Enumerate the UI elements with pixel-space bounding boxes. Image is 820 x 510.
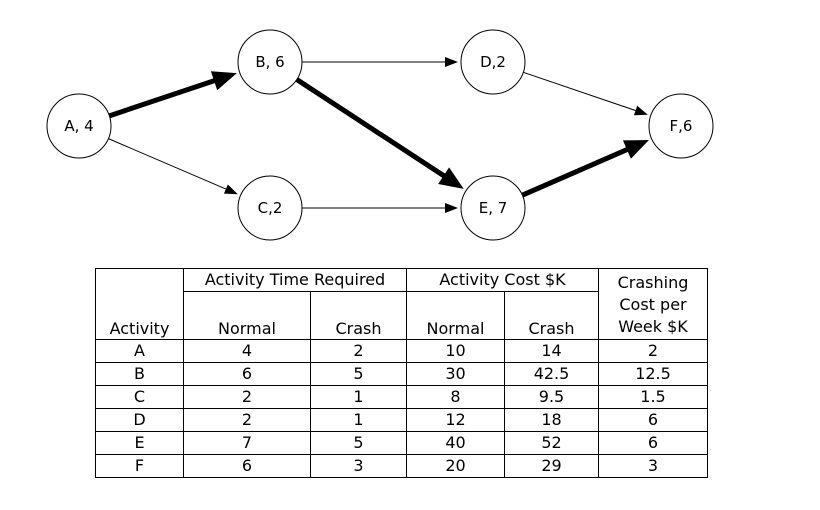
cell-time-normal: 2 [183, 384, 311, 409]
cell-cost-normal: 8 [406, 384, 505, 409]
header-activity-time-required: Activity Time Required [183, 268, 407, 292]
header-activity-cost: Activity Cost $K [406, 268, 599, 292]
cell-crash-per-week: 1.5 [598, 384, 708, 409]
arrowhead-icon [622, 139, 649, 159]
cell-crash-per-week: 6 [598, 430, 708, 455]
edge-c-e [302, 203, 458, 213]
cell-activity: A [95, 338, 184, 363]
node-b: B, 6 [237, 29, 303, 95]
node-circle [460, 175, 526, 241]
header-cost-crash: Crash [504, 291, 599, 340]
edge-e-f [521, 139, 649, 198]
node-label: E, 7 [479, 199, 508, 217]
edge-b-e [295, 77, 464, 189]
cell-cost-crash: 42.5 [504, 361, 599, 386]
cell-time-normal: 7 [183, 430, 311, 455]
cell-time-crash: 1 [310, 407, 407, 432]
node-label: D,2 [480, 53, 506, 71]
cell-activity: B [95, 361, 184, 386]
arrowhead-icon [223, 184, 238, 195]
header-time-crash: Crash [310, 291, 407, 340]
arrowhead-icon [445, 203, 458, 213]
node-label: B, 6 [255, 53, 284, 71]
header-cost-normal: Normal [406, 291, 505, 340]
node-circle [460, 29, 526, 95]
cell-activity: D [95, 407, 184, 432]
cell-cost-normal: 40 [406, 430, 505, 455]
cell-crash-per-week: 3 [598, 453, 708, 478]
cell-cost-normal: 30 [406, 361, 505, 386]
cell-time-crash: 5 [310, 361, 407, 386]
node-circle [237, 29, 303, 95]
cell-time-crash: 1 [310, 384, 407, 409]
cell-time-crash: 2 [310, 338, 407, 363]
node-c: C,2 [237, 175, 303, 241]
cell-time-normal: 6 [183, 453, 311, 478]
node-label: F,6 [670, 117, 693, 135]
arrowhead-icon [445, 57, 458, 67]
node-f: F,6 [648, 93, 714, 159]
cell-cost-crash: 18 [504, 407, 599, 432]
table-header-row-2: Activity Normal Crash Normal Crash [95, 291, 708, 340]
cell-cost-crash: 29 [504, 453, 599, 478]
cell-cost-crash: 9.5 [504, 384, 599, 409]
node-label: C,2 [258, 199, 283, 217]
edge-a-c [108, 138, 238, 195]
edge-d-f [523, 71, 648, 116]
cell-crash-per-week: 6 [598, 407, 708, 432]
cell-time-crash: 5 [310, 430, 407, 455]
node-label: A, 4 [64, 117, 93, 135]
cell-cost-crash: 52 [504, 430, 599, 455]
table-header-row-1: Activity Time Required Activity Cost $K … [95, 268, 708, 340]
cell-activity: C [95, 384, 184, 409]
cell-cost-normal: 12 [406, 407, 505, 432]
cell-cost-normal: 10 [406, 338, 505, 363]
cell-time-normal: 4 [183, 338, 311, 363]
network-diagram: A, 4 B, 6 C,2 D,2 E, 7 F,6 [46, 29, 714, 241]
node-e: E, 7 [460, 175, 526, 241]
node-a: A, 4 [46, 93, 112, 159]
cell-cost-crash: 14 [504, 338, 599, 363]
arrowhead-icon [633, 105, 648, 116]
arrowhead-icon [438, 167, 464, 189]
header-activity: Activity [95, 291, 184, 340]
header-blank [95, 268, 184, 292]
edge-line [523, 71, 638, 112]
arrowhead-icon [210, 71, 237, 91]
cell-time-crash: 3 [310, 453, 407, 478]
node-circle [46, 93, 112, 159]
edge-line [295, 77, 447, 179]
node-circle [237, 175, 303, 241]
cell-crash-per-week: 12.5 [598, 361, 708, 386]
edge-line [521, 146, 630, 198]
edge-line [108, 77, 217, 119]
cell-time-normal: 6 [183, 361, 311, 386]
cell-crash-per-week: 2 [598, 338, 708, 363]
edge-line [108, 138, 228, 191]
cell-activity: F [95, 453, 184, 478]
header-time-normal: Normal [183, 291, 311, 340]
cell-activity: E [95, 430, 184, 455]
cell-time-normal: 2 [183, 407, 311, 432]
cell-cost-normal: 20 [406, 453, 505, 478]
edge-a-b [108, 71, 237, 119]
activity-table: Activity Time Required Activity Cost $K … [95, 268, 708, 478]
header-crashing-cost-per-week: Crashing Cost per Week $K [598, 268, 708, 340]
node-circle [648, 93, 714, 159]
edge-b-d [302, 57, 458, 67]
node-d: D,2 [460, 29, 526, 95]
